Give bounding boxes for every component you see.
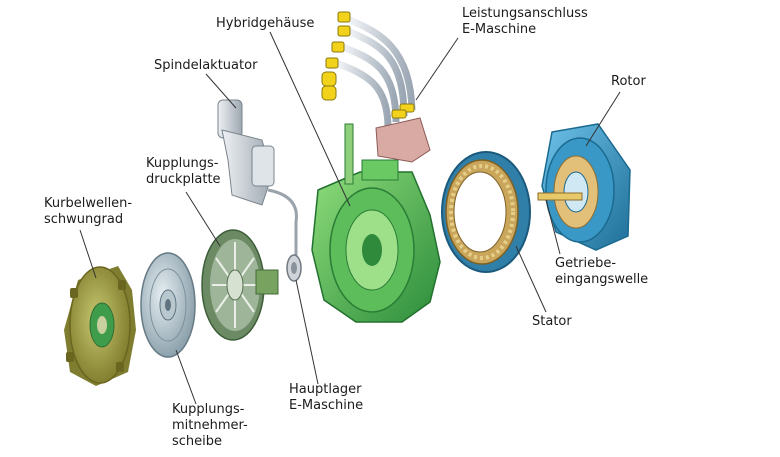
kupplungsdruckplatte-part [201, 229, 279, 341]
leader-line-stator [515, 245, 547, 313]
hauptlager-part [286, 254, 302, 282]
getriebeeingangswelle-part [537, 192, 583, 201]
label-leistungsanschluss: Leistungsanschluss E-Maschine [462, 6, 588, 37]
label-spindelaktuator: Spindelaktuator [154, 58, 258, 73]
leader-line-kupplungsmitnehmerscheibe [175, 349, 197, 405]
leader-line-hauptlager [295, 279, 319, 385]
rotor-part [541, 123, 631, 251]
spindelaktuator-part [217, 99, 298, 258]
label-kupplungsdruckplatte: Kupplungs- druckplatte [146, 156, 221, 187]
label-kurbelwellenschwungrad: Kurbelwellen- schwungrad [44, 196, 133, 227]
label-getriebeeingangswelle: Getriebe- eingangswelle [555, 256, 649, 287]
leader-line-getriebeeingangswelle [545, 199, 561, 255]
kupplungsmitnehmerscheibe-part [140, 252, 196, 358]
leistungsanschluss-part [321, 11, 431, 163]
leader-line-kurbelwellenschwungrad [79, 229, 97, 279]
leader-line-hybridgehaeuse [269, 31, 351, 207]
label-kupplungsmitnehmerscheibe: Kupplungs- mitnehmer- scheibe [172, 402, 248, 449]
label-rotor: Rotor [611, 74, 646, 89]
label-hauptlager: Hauptlager E-Maschine [289, 382, 364, 413]
hybridgehaeuse-part [311, 123, 441, 323]
leader-line-kupplungsdruckplatte [185, 191, 221, 247]
leader-line-rotor [585, 91, 621, 147]
label-hybridgehaeuse: Hybridgehäuse [216, 16, 315, 31]
leader-line-leistungsanschluss [415, 37, 459, 101]
leader-line-spindelaktuator [205, 73, 237, 109]
kurbelwellenschwungrad-part [64, 266, 136, 386]
label-stator: Stator [532, 314, 572, 329]
stator-part [441, 151, 531, 273]
